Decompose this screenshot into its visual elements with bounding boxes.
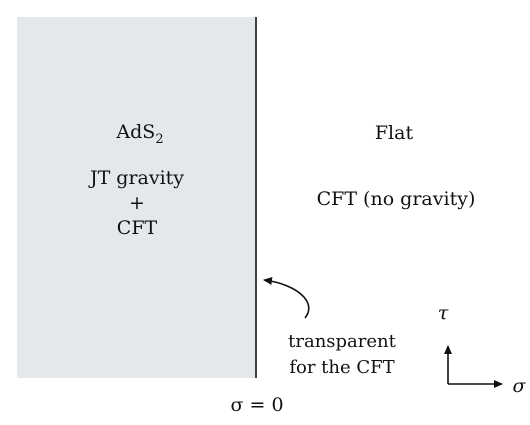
flat-title: Flat (375, 122, 414, 144)
cft-label: CFT (117, 217, 158, 239)
tau-label: τ (438, 302, 449, 324)
sigma-zero-label: σ = 0 (230, 394, 283, 416)
ads2-title-main: AdS (115, 121, 155, 143)
jt-gravity-label: JT gravity (88, 167, 184, 189)
transparent-note-line1: transparent (288, 331, 397, 352)
ads2-region (17, 17, 255, 378)
plus-label: + (129, 192, 145, 214)
sigma-label: σ (513, 375, 527, 397)
ads2-title-subscript: 2 (155, 132, 163, 147)
cft-no-gravity-label: CFT (no gravity) (317, 188, 476, 210)
transparent-arrow (263, 277, 310, 319)
ads2-title: AdS2 (115, 121, 163, 147)
transparent-note-line2: for the CFT (289, 357, 394, 378)
